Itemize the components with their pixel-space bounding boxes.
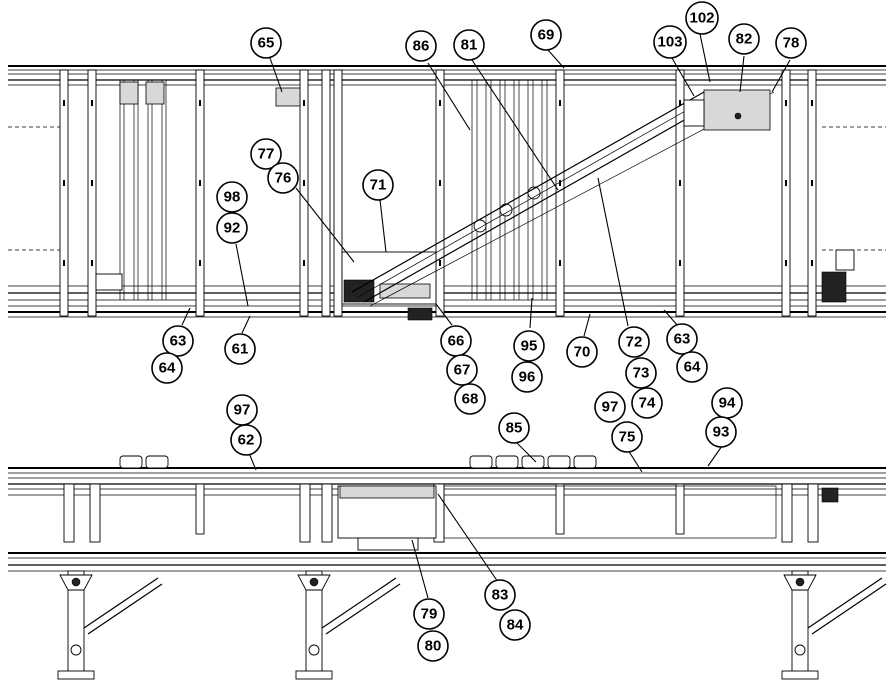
svg-text:76: 76 [275,170,292,187]
svg-text:78: 78 [783,35,800,52]
callout-74: 74 [631,387,663,419]
svg-text:95: 95 [521,338,538,355]
transfer-end-plate [683,89,771,131]
svg-text:71: 71 [370,177,387,194]
drive-box-side [337,485,437,551]
callout-85: 85 [498,412,530,444]
callout-66: 66 [440,325,472,357]
svg-text:64: 64 [159,360,176,377]
svg-text:61: 61 [232,341,249,358]
svg-text:74: 74 [639,395,656,412]
callout-94: 94 [711,387,743,419]
svg-text:77: 77 [258,146,275,163]
callout-96: 96 [511,361,543,393]
svg-text:82: 82 [736,31,753,48]
products [119,455,597,469]
callout-102: 102 [685,1,719,35]
callout-97b: 97 [594,391,626,423]
svg-text:65: 65 [258,35,275,52]
callout-73: 73 [625,357,657,389]
center-drive-unit [341,251,437,321]
callout-98: 98 [216,181,248,213]
svg-text:83: 83 [492,587,509,604]
callout-71: 71 [362,169,394,201]
svg-text:62: 62 [238,432,255,449]
svg-text:103: 103 [657,34,682,51]
frame-verticals [59,69,817,317]
svg-text:69: 69 [538,27,555,44]
callout-103: 103 [653,25,687,59]
conveyor-bed [8,467,886,496]
svg-text:98: 98 [224,189,241,206]
svg-text:102: 102 [689,10,714,27]
callout-78: 78 [775,27,807,59]
callout-81: 81 [453,29,485,61]
callout-84: 84 [499,609,531,641]
leader-lines [181,33,791,599]
svg-text:75: 75 [619,429,636,446]
callout-80: 80 [417,630,449,662]
callout-83: 83 [484,579,516,611]
callouts: 65 86 81 69 102 103 82 78 77 76 71 98 92… [151,1,807,662]
top-side-rail [8,65,886,128]
callout-63a: 63 [162,325,194,357]
support-legs [57,570,887,680]
svg-text:63: 63 [674,331,691,348]
callout-86: 86 [405,30,437,62]
callout-64a: 64 [151,352,183,384]
side-guard-panel [443,485,777,539]
callout-95: 95 [513,330,545,362]
svg-text:64: 64 [684,359,701,376]
svg-text:73: 73 [633,365,650,382]
svg-text:79: 79 [421,606,438,623]
callout-64b: 64 [676,351,708,383]
svg-text:68: 68 [462,391,479,408]
callout-63b: 63 [666,323,698,355]
svg-text:80: 80 [425,638,442,655]
roller-group-middle [471,80,548,300]
callout-93: 93 [705,416,737,448]
right-end-fitting [821,271,847,303]
callout-76: 76 [267,162,299,194]
svg-text:63: 63 [170,333,187,350]
callout-69: 69 [530,19,562,51]
svg-text:86: 86 [413,38,430,55]
part-65-plate [275,87,301,107]
svg-text:94: 94 [719,395,736,412]
callout-97a: 97 [226,394,258,426]
bottom-side-rail [8,249,886,318]
callout-79: 79 [413,598,445,630]
callout-77: 77 [250,138,282,170]
right-end-bracket [835,249,855,271]
svg-text:84: 84 [507,617,524,634]
svg-text:67: 67 [454,362,471,379]
side-view [8,455,887,680]
callout-67: 67 [446,354,478,386]
callout-68: 68 [454,383,486,415]
svg-text:93: 93 [713,424,730,441]
callout-62: 62 [230,424,262,456]
svg-text:72: 72 [626,334,643,351]
svg-text:66: 66 [448,333,465,350]
callout-82: 82 [728,23,760,55]
svg-text:97: 97 [602,399,619,416]
svg-text:85: 85 [506,420,523,437]
callout-72: 72 [618,326,650,358]
callout-70: 70 [566,336,598,368]
svg-text:96: 96 [519,369,536,386]
svg-text:92: 92 [224,220,241,237]
side-right-end [821,487,839,503]
callout-75: 75 [611,421,643,453]
lower-rail [8,552,886,572]
callout-61: 61 [224,333,256,365]
svg-text:70: 70 [574,344,591,361]
side-brackets [63,483,819,543]
top-view [8,65,886,321]
callout-92: 92 [216,212,248,244]
callout-65: 65 [250,27,282,59]
svg-text:97: 97 [234,402,251,419]
svg-text:81: 81 [461,37,478,54]
roller-group-left [95,80,167,300]
